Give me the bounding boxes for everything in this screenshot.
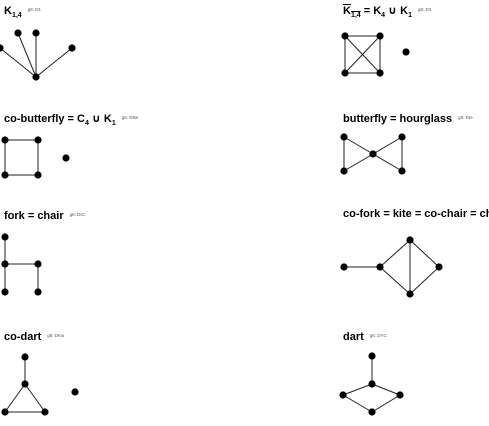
graph-vertex [1, 171, 9, 179]
graph-vertex [376, 32, 384, 40]
graph-edge [342, 394, 373, 413]
graph-vertex [71, 388, 79, 396]
graph-title: co-butterfly = C4 ∪ K1 g6: D8w [4, 111, 138, 130]
graph-vertex [1, 288, 9, 296]
graph-edge [0, 47, 37, 78]
graph-vertex [340, 167, 348, 175]
title-text: co-butterfly = C [4, 113, 85, 125]
graph-vertex [406, 236, 414, 244]
title-eq-sub: 4 [381, 12, 386, 20]
graph-vertex [32, 73, 40, 81]
title-text: K [343, 5, 351, 17]
title-text: K [4, 5, 12, 17]
title-sub: 4 [84, 120, 89, 128]
graph-edge [35, 47, 73, 78]
graph-edge [372, 136, 403, 155]
title-rest-sub: 1 [111, 120, 116, 128]
graph-vertex [368, 408, 376, 416]
graph-vertex [14, 29, 22, 37]
graph-vertex [340, 133, 348, 141]
graph-vertex [1, 136, 9, 144]
graph-edge [342, 383, 373, 396]
graph-vertex [21, 353, 29, 361]
title-sub: 1,4 [11, 12, 22, 20]
graph-vertex [21, 380, 29, 388]
graph-vertex [402, 48, 410, 56]
graph-vertex [340, 263, 348, 271]
title-text: fork = chair [4, 210, 64, 222]
graph-title: dart g6: DYC [343, 329, 387, 344]
graph-vertex [0, 44, 4, 52]
graph6-code: g6: D3 [417, 7, 432, 12]
graph-vertex [34, 136, 42, 144]
graph6-code: g6: D1 [27, 7, 41, 12]
graph6-code: g6: DIe [458, 115, 473, 120]
graph-edge [379, 266, 411, 295]
graph6-code: g6: D8w [121, 115, 139, 120]
graph-vertex [435, 263, 443, 271]
graph-edge [371, 394, 401, 413]
graph-title: butterfly = hourglass g6: DIe [343, 111, 473, 126]
title-union-sub: 1 [408, 12, 412, 20]
graph-vertex [368, 380, 376, 388]
graph-title: K1,4 g6: D1 [4, 3, 41, 22]
graph-vertex [396, 391, 404, 399]
graph-edge [24, 383, 46, 413]
graph-vertex [368, 352, 376, 360]
graph6-code: g6: DKw [47, 333, 65, 338]
graph-vertex [398, 167, 406, 175]
graph-vertex [1, 408, 9, 416]
graph-edge [409, 239, 440, 268]
graph-edge [17, 32, 37, 78]
graph-edge [371, 383, 401, 396]
graph-vertex [339, 391, 347, 399]
graph-edge [409, 266, 440, 295]
graph-vertex [1, 260, 9, 268]
graph-vertex [62, 154, 70, 162]
title-text: butterfly = hourglass [343, 113, 453, 125]
graph-edge [343, 153, 374, 172]
graph-vertex [34, 171, 42, 179]
graph-vertex [369, 150, 377, 158]
graph-edge [344, 35, 381, 74]
graph-vertex [341, 69, 349, 77]
title-text: co-fork = kite = co-chair = chair [343, 208, 489, 220]
graph-edge [343, 136, 374, 155]
graph-vertex [398, 133, 406, 141]
graph-title: co-fork = kite = co-chair = chair [343, 208, 489, 221]
graph-title: fork = chair g6: DIC [4, 208, 85, 223]
graph-vertex [34, 260, 42, 268]
graph-vertex [32, 29, 40, 37]
graph-vertex [341, 32, 349, 40]
title-text: co-dart [4, 331, 42, 343]
title-union: ∪ K [385, 5, 409, 17]
graph-vertex [68, 44, 76, 52]
title-text: dart [343, 331, 364, 343]
graph-vertex [41, 408, 49, 416]
graph-title: K1,4 = K4 ∪ K1 g6: D3 [343, 3, 431, 22]
graph-vertex [1, 233, 9, 241]
title-eq: = K [360, 5, 382, 17]
graph-vertex [376, 69, 384, 77]
graph-edge [379, 239, 411, 268]
graph-edge [4, 383, 26, 413]
title-sub: 1,4 [350, 12, 361, 20]
graph6-code: g6: DYC [369, 333, 387, 338]
graph-edge [372, 153, 403, 172]
graph-vertex [406, 290, 414, 298]
title-rest: ∪ K [88, 113, 112, 125]
graph-vertex [376, 263, 384, 271]
graph-vertex [34, 288, 42, 296]
graph6-code: g6: DIC [69, 212, 85, 217]
graph-title: co-dart g6: DKw [4, 329, 64, 344]
